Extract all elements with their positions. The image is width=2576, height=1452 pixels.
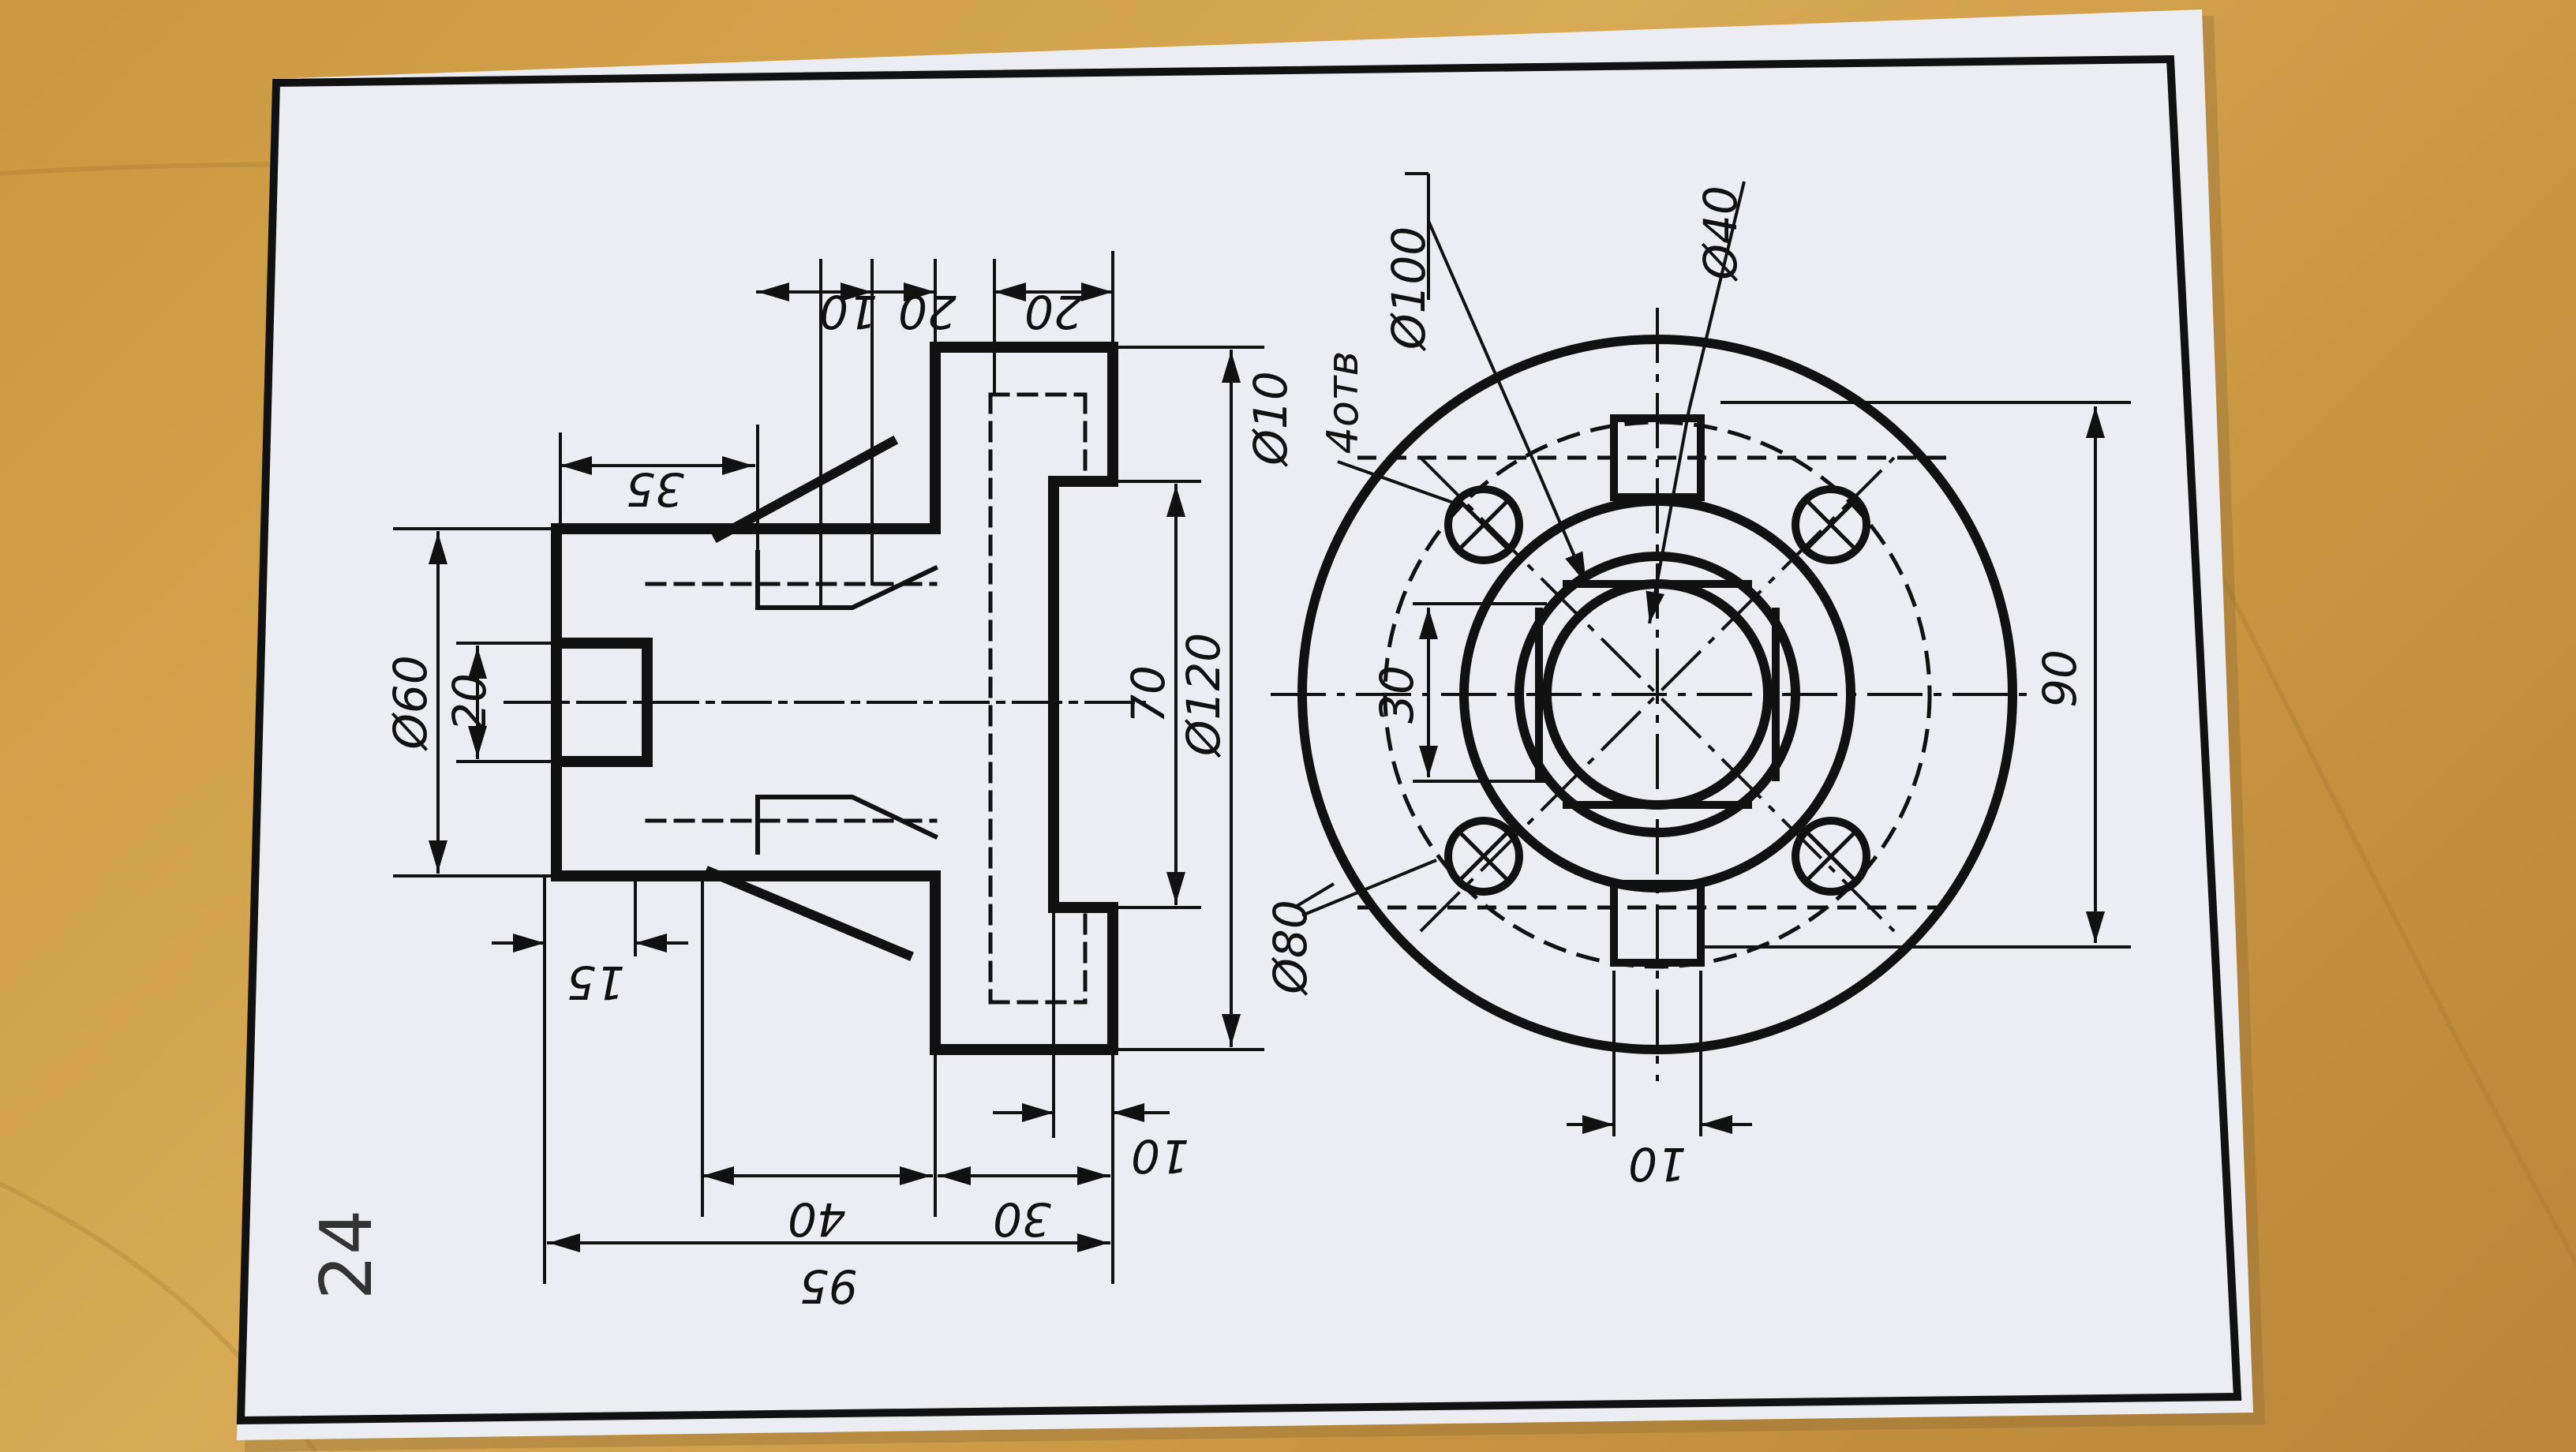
dim-70: 70 <box>1121 665 1175 724</box>
dim-d100: Ø100 <box>1382 226 1436 351</box>
paper-sheet <box>237 9 2253 1440</box>
dim-10-bottom: 10 <box>1131 1129 1189 1183</box>
dim-30: 30 <box>1370 665 1424 724</box>
dim-holes-note: 4отв <box>1318 351 1368 455</box>
dim-15: 15 <box>567 956 625 1009</box>
sheet-number: 24 <box>305 1210 388 1300</box>
dim-40: 40 <box>788 1192 846 1246</box>
front-view <box>393 251 1264 1284</box>
dim-90: 90 <box>2033 649 2087 708</box>
dim-20-bore: 20 <box>443 673 496 732</box>
dim-30: 30 <box>993 1192 1051 1246</box>
slot-bottom <box>1610 880 1705 967</box>
dim-20-top-b: 20 <box>898 285 957 339</box>
dim-95: 95 <box>799 1259 858 1313</box>
dim-d80: Ø80 <box>1264 900 1317 995</box>
rib-bottom <box>704 866 914 961</box>
drawing-frame <box>236 54 2242 1425</box>
side-view <box>1271 172 2131 1136</box>
rib-top <box>711 435 899 544</box>
dim-d10-holes: Ø10 <box>1244 371 1297 466</box>
dim-10-slot: 10 <box>1628 1137 1687 1191</box>
dim-d60: Ø60 <box>384 655 437 750</box>
dim-d120: Ø120 <box>1177 633 1230 758</box>
dim-10-top: 10 <box>819 285 878 339</box>
dim-d40: Ø40 <box>1694 185 1747 281</box>
front-view-dimension-labels: 20 20 10 35 Ø60 20 70 Ø120 15 10 40 30 9… <box>384 285 1230 1313</box>
side-view-dimension-labels: Ø10 4отв Ø100 Ø40 Ø80 30 90 10 <box>1244 185 2087 1191</box>
bolt-holes <box>1444 485 1870 896</box>
dim-20-top-a: 20 <box>1024 285 1083 339</box>
dim-35: 35 <box>626 462 684 516</box>
